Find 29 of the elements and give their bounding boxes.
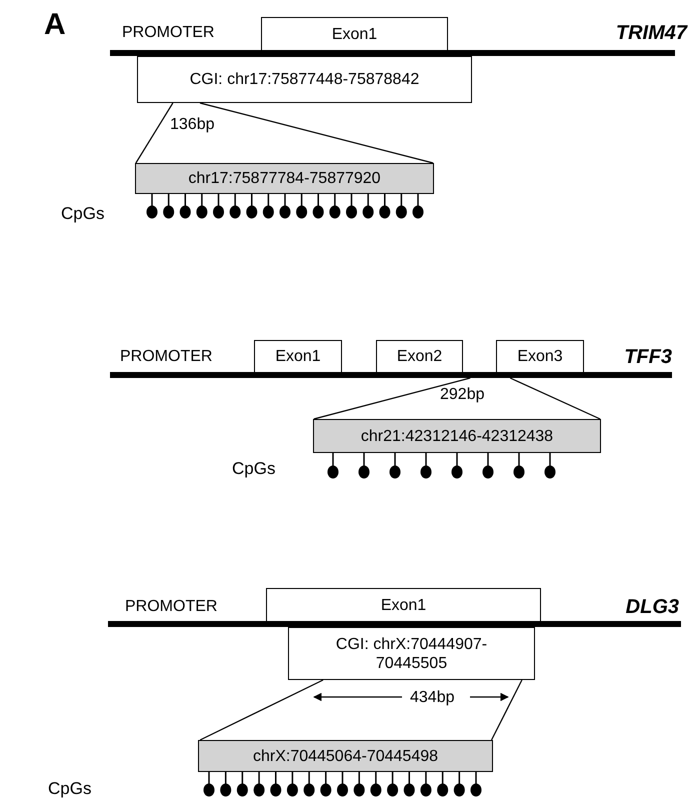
region-box: chr17:75877784-75877920: [135, 163, 434, 194]
promoter-label: PROMOTER: [122, 24, 214, 42]
length-label: 434bp: [410, 689, 454, 707]
length-label: 136bp: [170, 116, 214, 134]
cpg-label: CpGs: [61, 204, 104, 224]
cpg-label: CpGs: [232, 459, 276, 479]
gene-name: TFF3: [624, 346, 672, 369]
zoom-line: [314, 377, 470, 420]
promoter-label: PROMOTER: [120, 348, 212, 366]
zoom-line: [200, 679, 324, 741]
region-box: chr21:42312146-42312438: [313, 419, 601, 453]
zoom-line: [510, 377, 600, 420]
promoter-label: PROMOTER: [125, 598, 218, 616]
exon-box: Exon2: [376, 340, 463, 373]
exon-box: Exon3: [496, 340, 584, 373]
zoom-line: [135, 102, 174, 164]
length-label: 292bp: [440, 386, 484, 404]
cpg-island-box: CGI: chr17:75877448-75878842: [137, 56, 472, 103]
cpg-island-box: CGI: chrX:70444907- 70445505: [288, 627, 535, 680]
exon-box: Exon1: [266, 588, 541, 622]
panel-letter: A: [44, 8, 66, 42]
gene-name: TRIM47: [616, 22, 687, 45]
region-box: chrX:70445064-70445498: [198, 740, 493, 772]
exon-box: Exon1: [261, 17, 448, 51]
zoom-line: [490, 680, 522, 740]
cpg-label: CpGs: [48, 779, 92, 799]
exon-box: Exon1: [254, 340, 342, 373]
zoom-line: [200, 102, 434, 164]
gene-name: DLG3: [626, 596, 679, 619]
